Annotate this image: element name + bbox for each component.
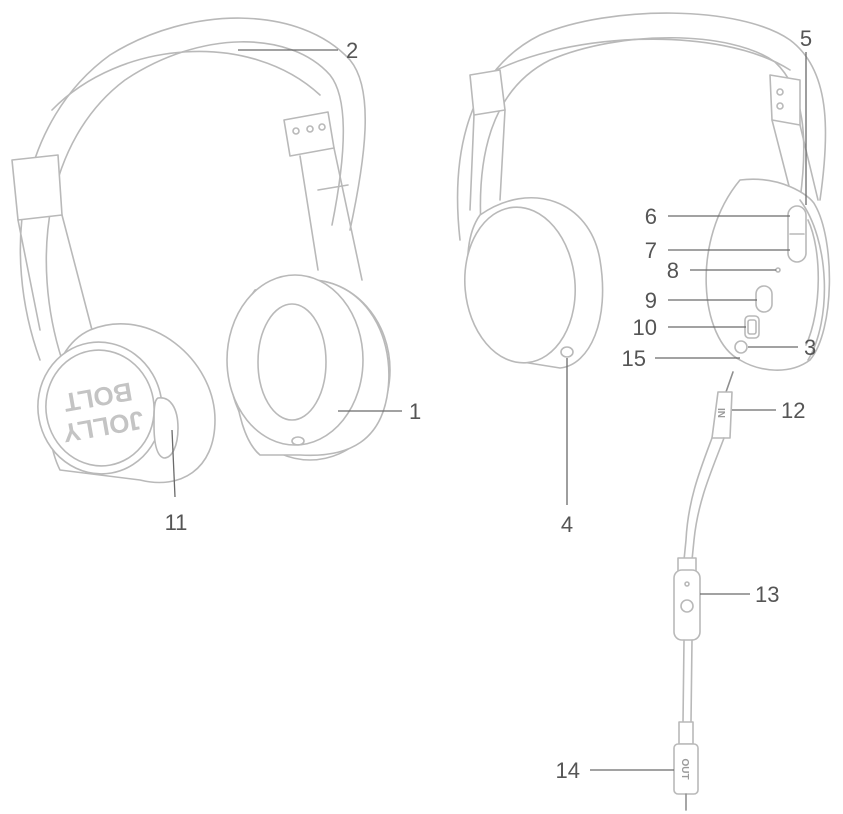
right-headband-outer: [456, 12, 827, 241]
in-plug-label: IN: [715, 408, 726, 418]
left-arm-left: [17, 214, 93, 331]
left-slider-dot: [306, 125, 314, 133]
leader-line: [171, 429, 176, 498]
callout-label: 5: [800, 26, 812, 51]
callout-label: 9: [645, 288, 657, 313]
callout-12: 12: [732, 398, 805, 423]
plug-tip: [725, 371, 734, 393]
back-earcup-port: [560, 346, 574, 358]
callout-7: 7: [645, 238, 790, 263]
controls-earcup-plate-edge: [799, 199, 826, 361]
callout-label: 3: [804, 335, 816, 360]
left-slider-block-right: [283, 111, 335, 157]
callout-4: 4: [561, 358, 573, 537]
callout-14: 14: [556, 758, 674, 783]
callout-1: 1: [338, 399, 421, 424]
out-plug-label: OUT: [679, 758, 690, 779]
left-slider-dot: [292, 127, 300, 135]
left-headband-inner: [45, 41, 345, 361]
right-slider-block-left: [469, 69, 506, 116]
left-slider-dot: [318, 123, 326, 131]
cable-upper-edge: [691, 437, 725, 561]
left-side-button: [153, 397, 179, 459]
callout-label: 4: [561, 512, 573, 537]
logo-earcup-plate-inner: [45, 349, 155, 467]
right-arm-right: [771, 119, 819, 201]
callout-label: 11: [165, 510, 188, 535]
right-slider-block-right: [769, 74, 801, 126]
ear-cushion-opening: [257, 303, 327, 421]
left-headphones-illustration: JOLLY BOLT: [11, 17, 391, 484]
right-slider-dot: [776, 102, 784, 110]
callout-label: 2: [346, 38, 358, 63]
callout-2: 2: [238, 38, 358, 63]
back-earcup-plate: [463, 206, 577, 364]
callout-label: 10: [633, 315, 657, 340]
left-headband-padding: [51, 50, 321, 111]
callout-5: 5: [800, 26, 812, 205]
callout-3: 3: [748, 335, 816, 360]
left-arm-detail: [317, 184, 349, 191]
cable-lower: [682, 639, 693, 723]
callout-9: 9: [645, 288, 757, 313]
callout-13: 13: [700, 582, 779, 607]
right-headband-padding: [477, 38, 791, 81]
out-plug-collar: [678, 721, 694, 745]
inline-remote: [673, 569, 701, 641]
left-slider-block-left: [11, 154, 63, 221]
inline-remote-mic: [684, 581, 690, 587]
right-headphones-illustration: IN OUT: [456, 12, 831, 811]
right-arm-left: [469, 109, 506, 211]
callout-label: 6: [645, 204, 657, 229]
in-plug-body: [711, 391, 733, 439]
cushion-earcup-port: [291, 436, 305, 446]
callout-8: 8: [667, 258, 776, 283]
callout-label: 7: [645, 238, 657, 263]
left-arm-right: [299, 147, 363, 281]
callout-11: 11: [165, 429, 188, 535]
audio-input-jack: [734, 340, 748, 354]
callout-label: 12: [781, 398, 805, 423]
callout-label: 1: [409, 399, 421, 424]
play-pause-button: [755, 285, 773, 313]
callout-label: 15: [622, 346, 646, 371]
callout-10: 10: [633, 315, 746, 340]
callout-label: 14: [556, 758, 580, 783]
callout-15: 15: [622, 346, 740, 371]
callout-label: 13: [755, 582, 779, 607]
callout-6: 6: [645, 204, 790, 229]
callout-label: 8: [667, 258, 679, 283]
controls-earcup-grille: [805, 219, 820, 346]
cable-upper: [683, 437, 713, 561]
right-slider-dot: [776, 88, 784, 96]
inline-remote-button: [680, 599, 694, 613]
usb-port-inner: [747, 319, 757, 335]
